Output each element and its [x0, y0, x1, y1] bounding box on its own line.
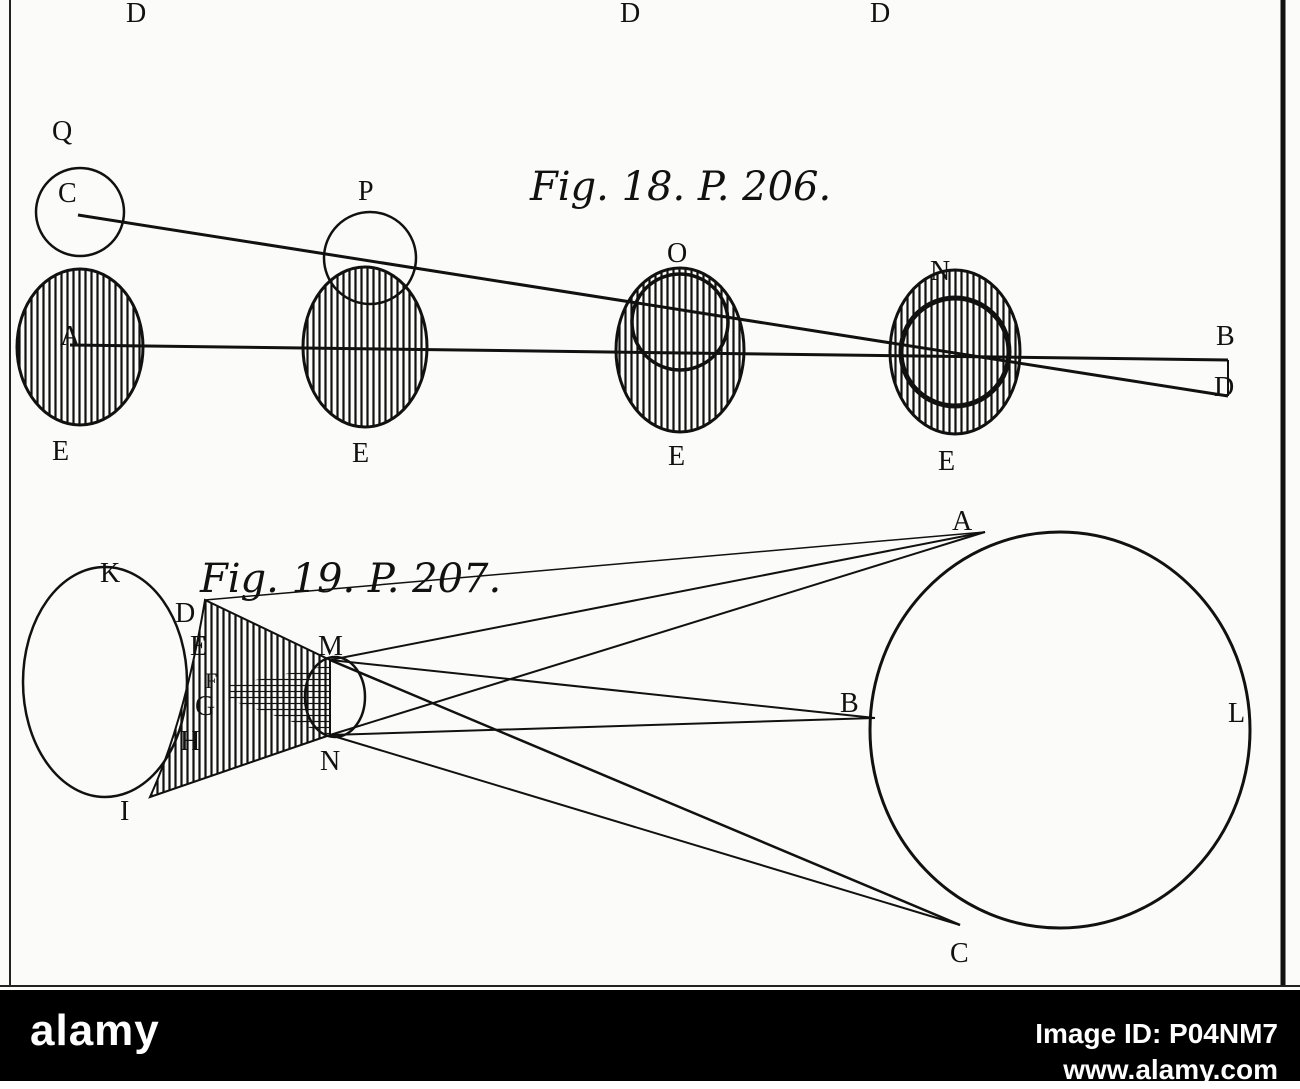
- fig19-label-H: H: [180, 726, 200, 757]
- engraving-plate: D D D Fig. 18. P. 206. Q C P O N A B D E…: [0, 0, 1300, 987]
- fig19-ray-MA: [329, 531, 986, 661]
- stock-footer-bar: alamy Image ID: P04NM7 www.alamy.com: [0, 990, 1300, 1085]
- fig18-label-Q: Q: [52, 116, 72, 147]
- fig18-label-E3: E: [668, 441, 685, 472]
- fig18-label-E1: E: [52, 436, 69, 467]
- fig18-shadow-3: [614, 266, 746, 434]
- fig19-label-I: I: [120, 796, 129, 827]
- top-label-1: D: [126, 0, 146, 29]
- fig18-moon-N: [898, 295, 1012, 409]
- fig18-line-CD: [77, 213, 1229, 398]
- fig19-ray-MC: [329, 658, 961, 927]
- fig19-label-A: A: [952, 506, 973, 537]
- fig19-label-K: K: [100, 558, 120, 589]
- figure-19: Fig. 19. P. 207. K D E F G H I M N A B L…: [21, 506, 1252, 969]
- stock-site-url[interactable]: www.alamy.com: [1063, 1054, 1278, 1086]
- fig18-label-O: O: [667, 238, 687, 269]
- fig19-label-L: L: [1228, 698, 1245, 729]
- fig18-caption: Fig. 18. P. 206.: [529, 164, 831, 210]
- fig19-ray-MB: [329, 659, 876, 719]
- fig19-label-C: C: [950, 938, 969, 969]
- fig19-caption: Fig. 19. P. 207.: [199, 556, 501, 602]
- fig19-label-M: M: [318, 631, 343, 662]
- fig19-ray-NA: [329, 531, 986, 736]
- figure-18: Fig. 18. P. 206. Q C P O N A B D E E E E: [15, 116, 1235, 477]
- fig18-label-C: C: [58, 178, 77, 209]
- fig19-label-G: G: [195, 691, 215, 722]
- fig19-ray-NC: [329, 734, 961, 926]
- stock-logo[interactable]: alamy: [30, 1006, 160, 1055]
- fig18-moon-O: [630, 272, 730, 372]
- fig19-ray-NB: [329, 717, 876, 736]
- fig18-label-A: A: [60, 321, 81, 352]
- top-label-2: D: [620, 0, 640, 29]
- stock-image-id-line: Image ID: P04NM7: [1035, 1018, 1278, 1049]
- fig19-penumbra-core: [230, 665, 330, 735]
- fig18-moon-Q: [34, 166, 126, 258]
- fig19-label-D: D: [175, 598, 195, 629]
- fig19-ray-DA: [204, 531, 986, 601]
- fig18-label-N: N: [930, 256, 950, 287]
- fig19-ray-IN: [149, 734, 331, 798]
- fig18-label-P: P: [358, 176, 374, 207]
- stock-image-id: Image ID: P04NM7 www.alamy.com: [1035, 1016, 1278, 1089]
- fig19-earth: [21, 565, 189, 799]
- fig19-label-F: F: [205, 668, 217, 693]
- fig18-line-AB: [69, 343, 1229, 362]
- fig18-moon-P: [322, 210, 418, 306]
- fig18-label-D: D: [1214, 372, 1234, 403]
- fig19-label-N: N: [320, 746, 340, 777]
- fig19-label-E: E: [190, 631, 207, 662]
- fig19-sun: [868, 530, 1252, 930]
- fig18-label-E2: E: [352, 438, 369, 469]
- top-label-3: D: [870, 0, 890, 29]
- astronomy-figures: D D D Fig. 18. P. 206. Q C P O N A B D E…: [0, 0, 1300, 987]
- fig18-label-B: B: [1216, 321, 1235, 352]
- fig19-label-B: B: [840, 688, 859, 719]
- fig18-label-E4: E: [938, 446, 955, 477]
